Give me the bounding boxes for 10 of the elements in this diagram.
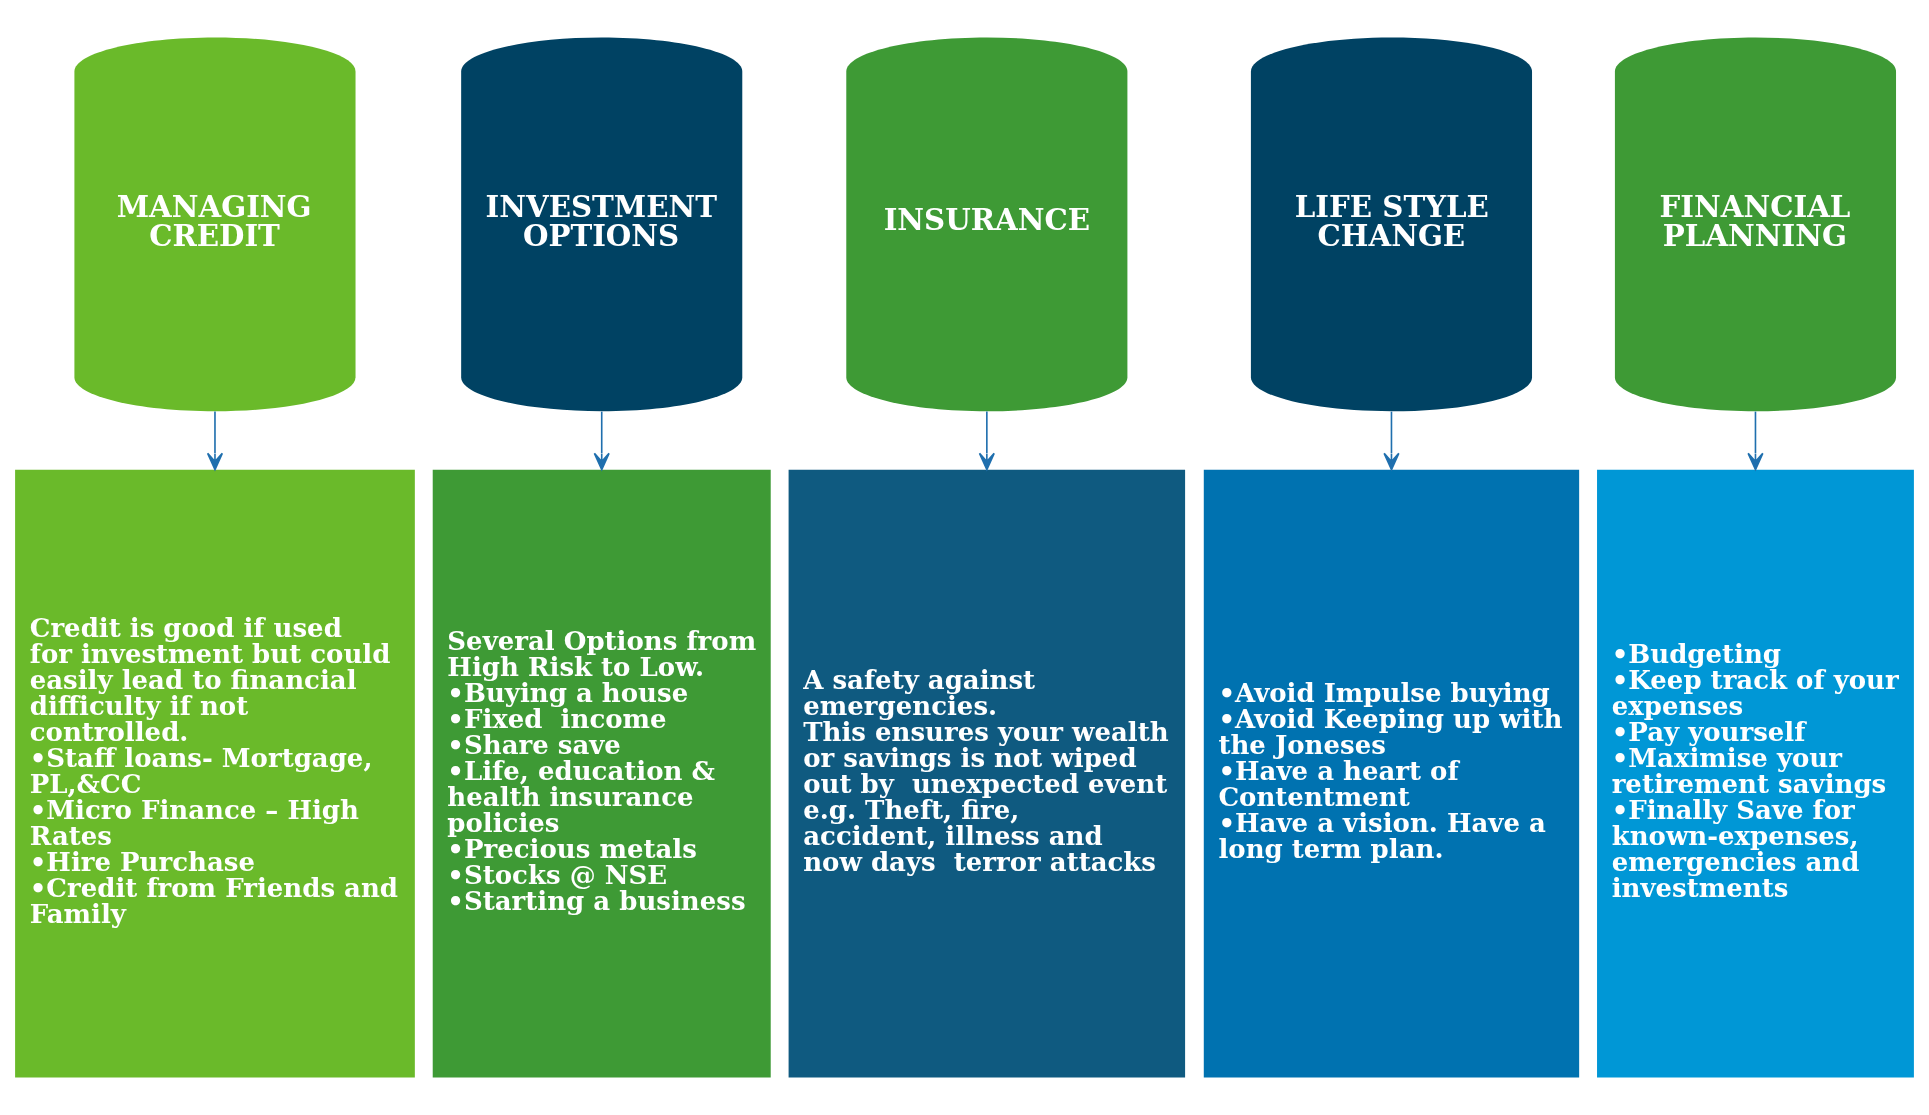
node-box: A safety against emergencies. This ensures your wealth or savings is not wiped out by unexpected event e.g. Theft, fire, accident, illness and now days terror attacks — [788, 469, 1186, 1078]
node-box: •Budgeting •Keep track of your expenses •Pay yourself •Maximise your retirement savings •Finally Save for known-expenses, emergencies and investments — [1597, 469, 1914, 1078]
arrow — [593, 410, 610, 471]
node-box: Credit is good if used for investment but could easily lead to financial difficulty if not controlled. •Staff loans- Mortgage, PL,&CC •Micro Finance – High Rates •Hire Purchase •Credit from Friends and Family — [15, 469, 415, 1078]
arrow — [1747, 410, 1764, 471]
arrow — [978, 410, 995, 471]
node-box: •Avoid Impulse buying •Avoid Keeping up with the Joneses •Have a heart of Contentment •Have a vision. Have a long term plan. — [1203, 469, 1580, 1078]
node-box: Several Options from High Risk to Low. •Buying a house •Fixed income •Share save •Life, education & health insurance policies •Precious metals •Stocks @ NSE •Starting a business — [432, 469, 771, 1078]
arrow — [1383, 410, 1400, 471]
arrow — [206, 410, 224, 471]
